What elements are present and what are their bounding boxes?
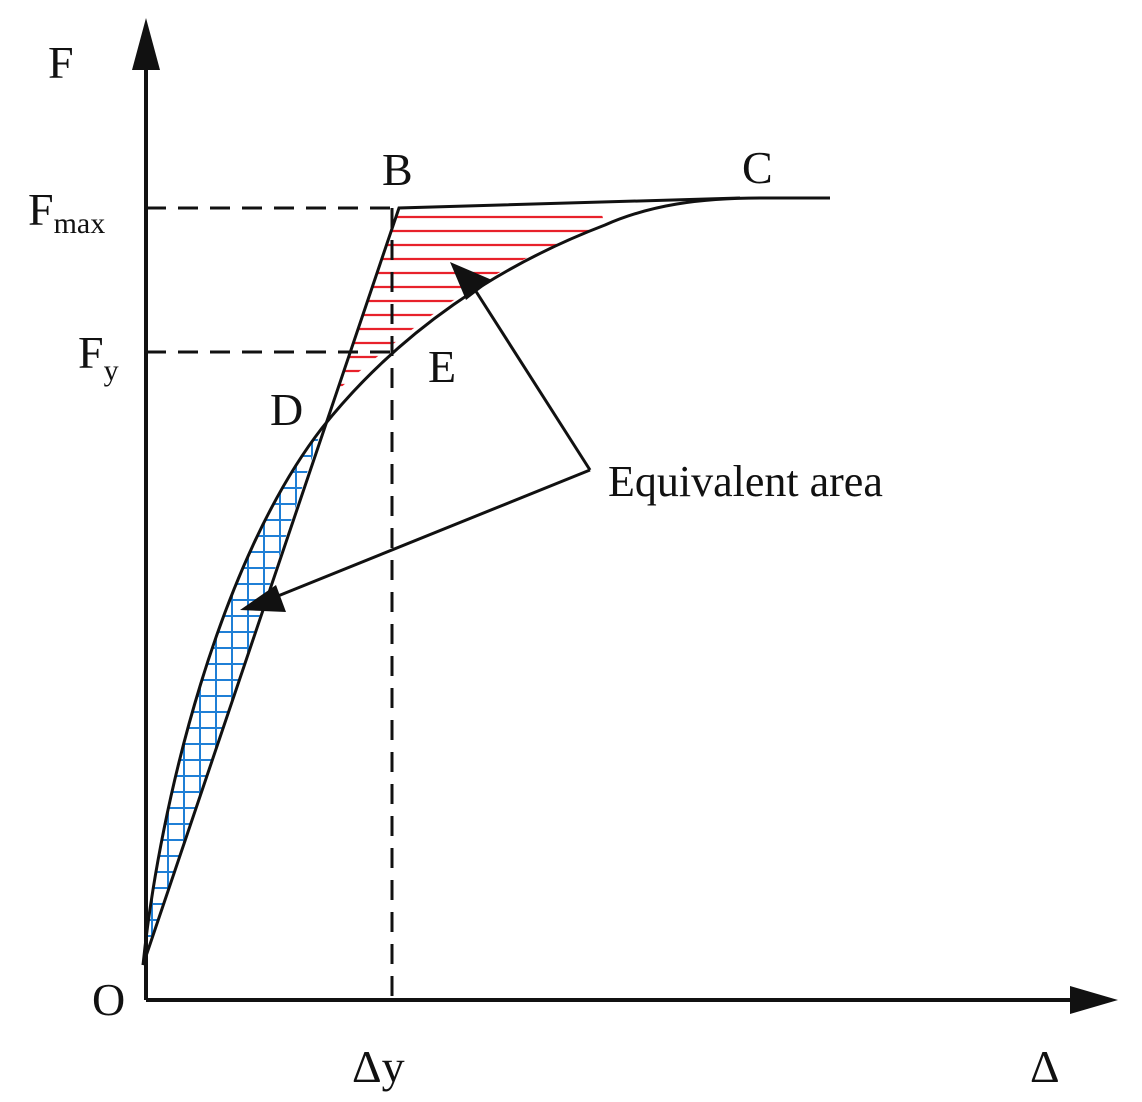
- x-axis-label: Δ: [1030, 1041, 1060, 1092]
- y-axis-label: F: [48, 37, 74, 88]
- fmax-label: Fmax: [28, 184, 105, 240]
- point-c-label: C: [742, 142, 773, 193]
- capacity-curve: [141, 196, 830, 966]
- fy-label: Fy: [78, 327, 119, 387]
- pointer-lower-head: [240, 585, 286, 612]
- y-axis-arrowhead: [132, 18, 160, 70]
- pointer-upper: [468, 281, 592, 471]
- pointer-lower: [267, 468, 591, 602]
- upper-equivalent-area: [338, 208, 605, 390]
- bilinear-curve: [141, 196, 741, 966]
- point-e-label: E: [428, 341, 456, 392]
- x-axis-arrowhead: [1070, 986, 1118, 1014]
- pointer-upper-head: [450, 262, 492, 300]
- dy-label: Δy: [352, 1041, 405, 1092]
- point-o-label: O: [92, 974, 125, 1025]
- equivalent-area-label: Equivalent area: [608, 457, 883, 506]
- point-d-label: D: [270, 384, 303, 435]
- point-b-label: B: [382, 144, 413, 195]
